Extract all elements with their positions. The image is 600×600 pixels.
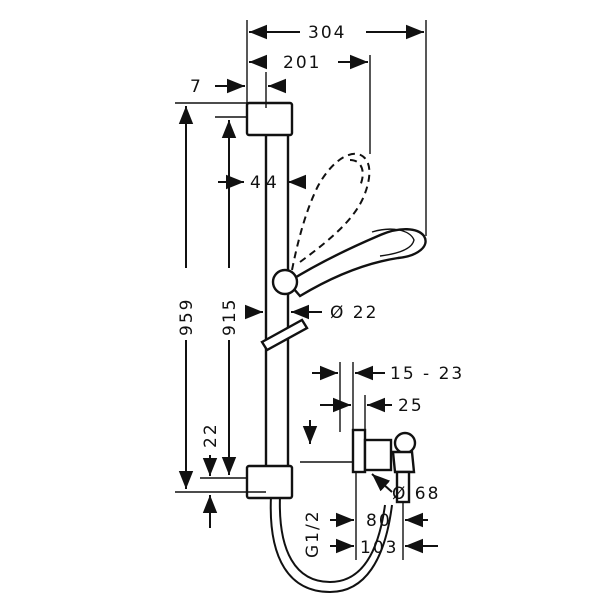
label-rail-height: 915: [220, 298, 240, 336]
label-spacing-103: 103: [360, 538, 398, 558]
label-spacing-80: 80: [366, 511, 392, 531]
shower-hose-inner: [278, 495, 386, 584]
label-overall-height: 959: [177, 298, 197, 336]
label-valve-depth: 25: [398, 396, 424, 416]
shower-hose: [269, 495, 393, 594]
dim-outlet-diameter-leader: [371, 473, 393, 493]
valve-handle: [391, 450, 416, 474]
dimension-labels: 304 201 7 4 4 959 915 22 Ø 22 15 - 23 25…: [177, 23, 464, 558]
handshower-parked-outline: [291, 152, 371, 271]
label-total-width: 304: [308, 23, 346, 43]
label-rail-gap-left: 4: [250, 173, 263, 193]
dimension-lines: [175, 20, 438, 560]
label-bracket-offset: 7: [190, 77, 203, 97]
handshower-parked-face: [349, 159, 364, 187]
wall-valve-plate: [351, 428, 367, 474]
slider-ledge: [260, 318, 309, 352]
slider-knob: [271, 268, 299, 296]
wall-valve-body: [363, 438, 393, 472]
label-outlet-diameter: Ø 68: [392, 484, 440, 504]
label-wall-range: 15 - 23: [390, 364, 464, 384]
valve-knob: [393, 431, 417, 455]
label-head-reach: 201: [283, 53, 321, 73]
bottom-wall-bracket: [245, 464, 294, 500]
top-wall-bracket: [245, 101, 294, 137]
label-rail-diameter: Ø 22: [330, 303, 378, 323]
label-rail-gap-right: 4: [266, 173, 279, 193]
label-bottom-offset: 22: [201, 422, 221, 448]
shower-rail: [264, 106, 290, 494]
handshower: [286, 228, 427, 298]
handshower-face: [371, 228, 415, 257]
shower-rail-assembly: [245, 101, 427, 594]
label-thread: G1/2: [303, 509, 323, 558]
